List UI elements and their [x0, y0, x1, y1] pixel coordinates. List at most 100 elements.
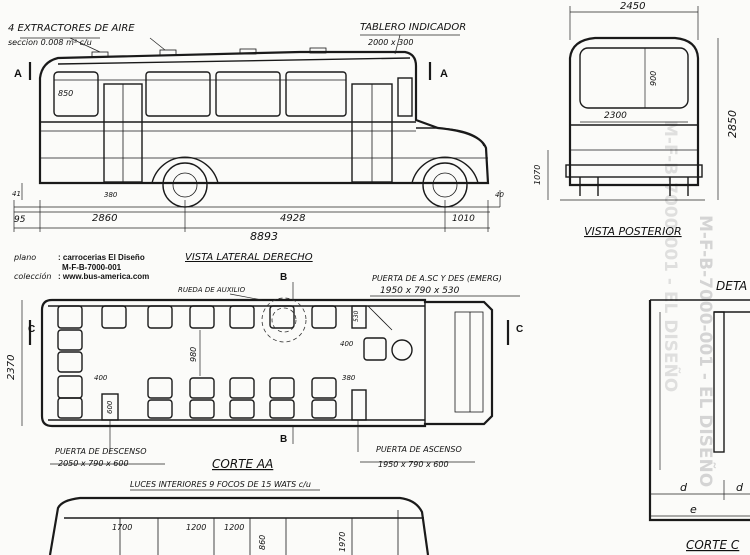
section-a-left-label: A [14, 68, 22, 80]
side-rear-wheel-arch [151, 156, 219, 184]
plan-exit-door-dim: 600 [106, 400, 114, 414]
window-height-dim: 850 [58, 89, 73, 98]
side-hood [416, 127, 485, 147]
plan-spare-wheel-inner [271, 307, 297, 333]
plan-seat [229, 377, 255, 399]
interior-dim-5: 1970 [338, 532, 347, 552]
rear-window [579, 47, 689, 109]
roof-vent [239, 48, 257, 55]
plan-seat [311, 377, 337, 399]
rear-inner-width-label: 2300 [604, 111, 627, 121]
roof-vent [159, 49, 177, 56]
side-rear-wheel-hub [172, 172, 198, 198]
plan-emergency-door [351, 305, 367, 329]
plan-aisle-label: 980 [189, 347, 198, 362]
detail-label-e: e [690, 503, 697, 516]
rear-body-outline [568, 36, 700, 187]
interior-dim-4: 860 [258, 535, 267, 550]
plan-seat [147, 377, 173, 399]
section-c-left-label: C [28, 324, 35, 335]
side-window [145, 71, 211, 117]
credit-code: M-F-B-7000-001 [62, 263, 122, 272]
plan-view [21, 282, 520, 465]
step-height-dim: 380 [104, 191, 118, 199]
plan-width-label: 2370 [6, 355, 17, 380]
plan-seat [189, 377, 215, 399]
detail-view [648, 299, 750, 522]
credit-coleccion-value: : www.bus-america.com [58, 272, 149, 281]
side-window-rear [53, 71, 99, 117]
plan-seat [269, 305, 295, 329]
rear-floor-label: 1070 [533, 165, 542, 185]
wheelbase-dim: 4928 [280, 213, 305, 224]
vents-section: seccion 0.008 m² c/u [8, 38, 92, 47]
side-front-wheel-hub [432, 172, 458, 198]
rear-window-height-label: 900 [649, 71, 658, 86]
detail-label-d: d [680, 481, 688, 494]
side-window [215, 71, 281, 117]
rear-clearance-dim: 41 [12, 190, 21, 198]
interior-dim-3: 1200 [224, 523, 244, 532]
lights-label: LUCES INTERIORES 9 FOCOS DE 15 WATS c/u [130, 480, 311, 489]
roof-vent [309, 47, 327, 54]
side-front-wheel-arch [411, 156, 479, 184]
detail-title: DETA [716, 279, 747, 293]
plan-entry-door [351, 389, 367, 421]
plan-driver-dim: 400 [340, 340, 354, 348]
plan-rear-seat-dim: 400 [94, 374, 108, 382]
rear-height-label: 2850 [726, 110, 739, 138]
panel-size: 2000 x 300 [368, 38, 413, 47]
detail-bottom-title: CORTE C [686, 538, 740, 552]
plan-seat [311, 399, 337, 419]
spare-wheel-label: RUEDA DE AUXILIO [178, 286, 246, 294]
plan-seat [57, 305, 83, 329]
plan-seat [269, 377, 295, 399]
plan-driver-seat [363, 337, 387, 361]
plan-outline [40, 298, 494, 428]
side-window [285, 71, 347, 117]
credit-plano-value: : carrocerias El Diseño [58, 253, 145, 262]
plan-front-seat-dim: 380 [342, 374, 356, 382]
section-b-top-label: B [280, 272, 287, 283]
plan-seat [189, 399, 215, 419]
interior-outline [48, 496, 430, 555]
exit-door-size: 2050 x 790 x 600 [58, 459, 129, 468]
interior-view [48, 489, 430, 555]
exit-door-label: PUERTA DE DESCENSO [55, 447, 147, 456]
interior-dim-2: 1200 [186, 523, 206, 532]
front-clearance-dim: 40 [495, 191, 504, 199]
section-b-bottom-label: B [280, 434, 287, 445]
detail-label-d-2: d [736, 481, 744, 494]
credit-plano-label: plano [13, 253, 36, 262]
rear-view [547, 6, 719, 201]
plan-view-title: CORTE AA [212, 457, 273, 471]
plan-seat [147, 399, 173, 419]
vents-leader [69, 37, 101, 53]
entry-door-size: 1950 x 790 x 600 [378, 460, 449, 469]
wheelbase-front-dim: 2860 [92, 213, 117, 224]
emerg-door-label: PUERTA DE A.SC Y DES (EMERG) [372, 274, 502, 283]
section-a-right-label: A [440, 68, 448, 80]
panel-label: TABLERO INDICADOR [360, 22, 466, 33]
side-view [13, 34, 501, 232]
entry-door-label: PUERTA DE ASCENSO [376, 445, 462, 454]
plan-seat [57, 351, 83, 373]
spare-leader [229, 293, 263, 301]
total-length-dim: 8893 [250, 230, 278, 243]
interior-dim-1: 1700 [112, 523, 132, 532]
plan-emergency-swing [367, 305, 393, 331]
rear-width-label: 2450 [620, 1, 645, 12]
credit-coleccion-label: colección [14, 271, 51, 281]
plan-spare-wheel [261, 297, 307, 343]
plan-seat [189, 305, 215, 329]
plan-seat [229, 399, 255, 419]
plan-seat [57, 329, 83, 351]
rear-view-title: VISTA POSTERIOR [584, 225, 682, 238]
vents-leader [149, 37, 166, 51]
watermark-text-2: M-F-B-7000-001 - EL DISEÑO [660, 120, 683, 392]
plan-seat [311, 305, 337, 329]
detail-outline [648, 300, 750, 522]
plan-seat [101, 305, 127, 329]
